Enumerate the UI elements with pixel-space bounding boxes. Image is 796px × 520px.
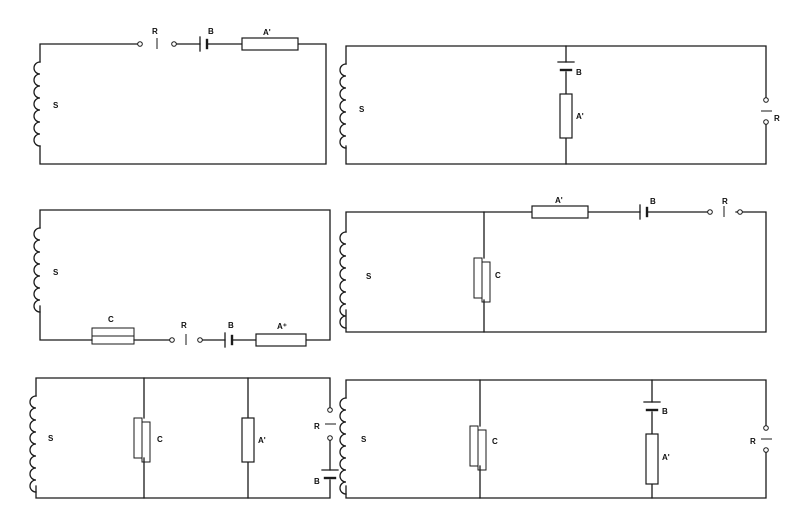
coil-icon <box>339 231 347 329</box>
condenser-label: C <box>495 271 501 280</box>
key-label: R <box>181 321 187 330</box>
resistor-icon <box>241 37 299 51</box>
coil-icon <box>339 397 347 495</box>
battery-icon <box>199 36 209 52</box>
circuit-4: S C A' B R <box>339 196 767 333</box>
coil-label: S <box>359 105 365 114</box>
battery-icon <box>639 204 649 220</box>
condenser-label: C <box>492 437 498 446</box>
condenser-label: C <box>157 435 163 444</box>
switch-icon <box>761 425 772 453</box>
circuit-2: S B A' R <box>339 45 780 165</box>
coil-label: S <box>361 435 367 444</box>
coil-label: S <box>366 272 372 281</box>
key-label: R <box>722 197 728 206</box>
condenser-icon <box>91 327 135 345</box>
coil-icon <box>33 227 41 313</box>
resistor-label: A' <box>662 453 670 462</box>
condenser-icon <box>133 417 151 463</box>
battery-icon <box>643 401 661 412</box>
switch-icon <box>707 206 743 217</box>
coil-icon <box>339 63 347 149</box>
switch-icon <box>325 407 336 441</box>
key-label: R <box>774 114 780 123</box>
resistor-label: A' <box>263 28 271 37</box>
resistor-label: A⁺ <box>277 322 287 331</box>
battery-label: B <box>576 68 582 77</box>
resistor-icon <box>645 433 659 485</box>
battery-label: B <box>228 321 234 330</box>
resistor-icon <box>559 93 573 139</box>
condenser-icon <box>469 425 487 471</box>
circuit-3: S C R B A⁺ <box>33 209 331 348</box>
coil-icon <box>29 395 37 493</box>
circuit-6: S C B A' R <box>339 379 772 499</box>
coil-label: S <box>53 101 59 110</box>
resistor-icon <box>531 205 589 219</box>
coil-icon <box>33 61 41 147</box>
resistor-icon <box>255 333 307 347</box>
coil-label: S <box>53 268 59 277</box>
switch-icon <box>137 38 177 49</box>
battery-icon <box>224 332 234 348</box>
battery-icon <box>557 61 575 72</box>
resistor-label: A' <box>258 436 266 445</box>
switch-icon <box>761 97 772 125</box>
battery-label: B <box>208 27 214 36</box>
condenser-label: C <box>108 315 114 324</box>
condenser-icon <box>473 257 491 303</box>
resistor-icon <box>241 417 255 463</box>
resistor-label: A' <box>555 196 563 205</box>
key-label: R <box>750 437 756 446</box>
battery-label: B <box>650 197 656 206</box>
circuit-5: S C A' R B <box>29 377 339 499</box>
battery-label: B <box>662 407 668 416</box>
coil-label: S <box>48 434 54 443</box>
resistor-label: A' <box>576 112 584 121</box>
key-label: R <box>152 27 158 36</box>
switch-icon <box>169 334 203 345</box>
battery-icon <box>321 469 339 480</box>
circuit-1: S R B A' <box>33 27 327 165</box>
key-label: R <box>314 422 320 431</box>
battery-label: B <box>314 477 320 486</box>
